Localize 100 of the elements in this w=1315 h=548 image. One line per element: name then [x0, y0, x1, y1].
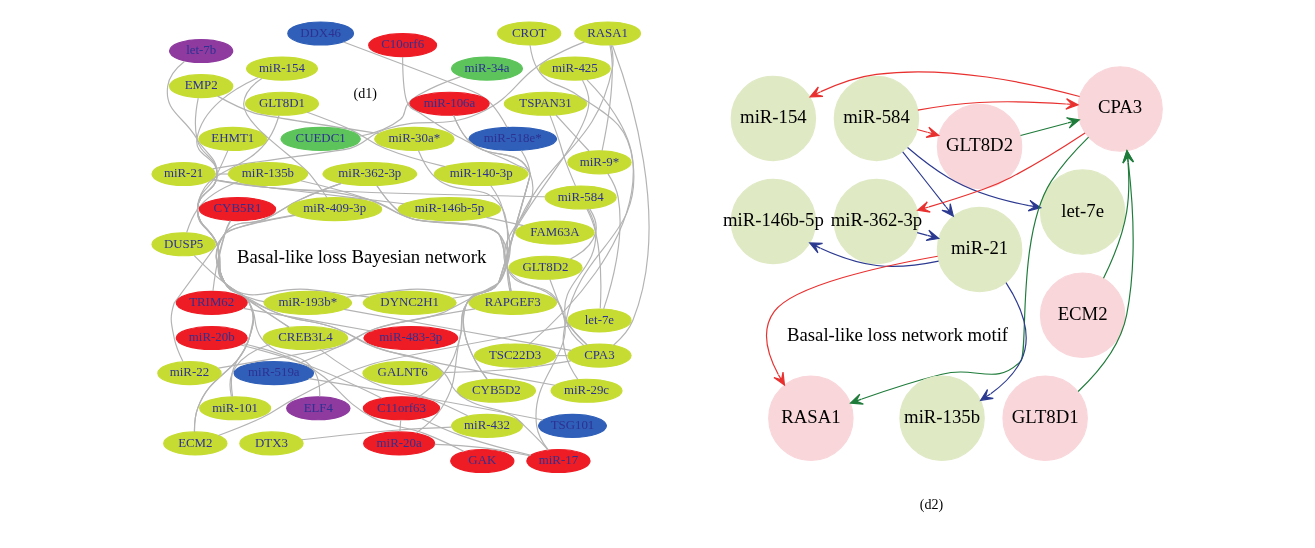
node-ellipse: let-7b	[168, 38, 234, 64]
arrow	[980, 282, 1027, 401]
node-ellipse: CREB3L4	[262, 325, 349, 351]
node-ellipse: miR-409-3p	[287, 197, 383, 222]
connector	[399, 419, 402, 433]
node-ellipse: miR-22	[157, 361, 222, 386]
label: (d2)	[919, 495, 944, 512]
connector	[442, 360, 572, 374]
arrow	[849, 136, 1090, 405]
connector	[194, 97, 254, 398]
connector	[376, 185, 588, 346]
connector	[300, 180, 512, 292]
node-ellipse: miR-140-3p	[433, 161, 529, 187]
node-ellipse: miR-483-3p	[363, 325, 459, 351]
node-ellipse: miR-30a*	[374, 126, 455, 151]
connector	[242, 343, 465, 453]
arrow	[1020, 117, 1080, 137]
connector	[211, 41, 585, 170]
node-ellipse: miR-9*	[567, 150, 632, 175]
node-ellipse: miR-584	[544, 185, 617, 210]
node-ellipse: miR-106a	[409, 91, 490, 116]
node-ellipse: CPA3	[567, 343, 632, 368]
node-circle: miR-584	[833, 75, 920, 162]
node-ellipse: ECM2	[163, 431, 228, 456]
node-ellipse: DUSP5	[151, 232, 216, 257]
node-ellipse: miR-34a	[450, 56, 524, 81]
connector	[212, 220, 232, 292]
node-circle: let-7e	[1039, 169, 1126, 255]
connector	[569, 208, 597, 260]
node-ellipse: miR-146b-5p	[397, 197, 502, 222]
node-ellipse: TRIM62	[175, 290, 248, 315]
node-circle: miR-21	[936, 206, 1023, 293]
node-ellipse: miR-193b*	[263, 290, 353, 315]
connector	[242, 307, 374, 332]
connector	[485, 216, 525, 227]
connector	[211, 178, 405, 205]
node-ellipse: C11orf63	[362, 396, 441, 421]
label: Basal-like loss Bayesian network	[237, 245, 487, 267]
connector	[214, 173, 229, 175]
connector	[240, 344, 383, 399]
node-circle: miR-135b	[899, 375, 985, 461]
node-ellipse: CYB5R1	[198, 197, 277, 222]
node-ellipse: C10orf6	[368, 33, 438, 58]
connector	[549, 114, 577, 187]
node-ellipse: CYB5D2	[456, 378, 537, 403]
node-ellipse: miR-17	[526, 448, 591, 474]
node-circle: GLT8D1	[1002, 375, 1088, 461]
label: (d1)	[353, 85, 377, 101]
node-ellipse: TSPAN31	[503, 91, 588, 116]
label: Basal-like loss network motif	[786, 323, 1009, 345]
connector	[211, 179, 546, 198]
node-ellipse: miR-362-3p	[322, 161, 418, 187]
connector	[186, 181, 239, 234]
node-ellipse: DYNC2H1	[362, 290, 457, 315]
connector	[564, 208, 597, 346]
node-ellipse: DTX3	[239, 431, 304, 456]
connector	[358, 76, 462, 137]
connector	[417, 150, 509, 299]
node-ellipse: let-7e	[567, 308, 632, 333]
node-circle: miR-154	[730, 75, 817, 162]
node-ellipse: FAM63A	[515, 220, 595, 245]
node-ellipse: miR-21	[151, 161, 216, 187]
node-ellipse: miR-425	[538, 56, 611, 81]
node-ellipse: EHMT1	[198, 126, 268, 151]
connector	[196, 149, 265, 303]
node-ellipse: RAPGEF3	[468, 290, 558, 315]
arrow	[902, 151, 954, 217]
node-circle: GLT8D2	[936, 103, 1023, 190]
node-ellipse: RASA1	[574, 21, 642, 46]
connector	[193, 214, 296, 433]
connector	[306, 111, 446, 168]
connector	[170, 214, 295, 363]
node-ellipse: EMP2	[168, 74, 234, 99]
arrow	[766, 255, 939, 386]
node-ellipse: GALNT6	[362, 361, 443, 386]
arrow	[809, 242, 940, 267]
connector	[586, 208, 602, 309]
connector	[549, 278, 588, 346]
node-circle: CPA3	[1077, 66, 1163, 152]
arrow	[916, 132, 1086, 213]
connector	[611, 44, 650, 346]
connector	[229, 343, 271, 398]
arrow	[906, 146, 1042, 212]
node-ellipse: GAK	[450, 448, 515, 474]
arrow	[917, 98, 1079, 111]
node-ellipse: ELF4	[286, 396, 351, 421]
connector	[603, 173, 621, 310]
connector	[555, 114, 590, 152]
node-ellipse: miR-29c	[550, 378, 623, 403]
node-ellipse: miR-135b	[227, 161, 309, 187]
connector	[211, 178, 512, 292]
connector	[193, 182, 342, 433]
connector	[217, 95, 380, 135]
node-ellipse: miR-20a	[363, 431, 436, 456]
connector	[342, 41, 508, 128]
connector	[218, 220, 549, 451]
node-ellipse: CROT	[496, 21, 562, 46]
node-circle: RASA1	[768, 375, 854, 461]
node-ellipse: GLT8D1	[244, 91, 320, 116]
node-ellipse: miR-432	[450, 413, 524, 438]
